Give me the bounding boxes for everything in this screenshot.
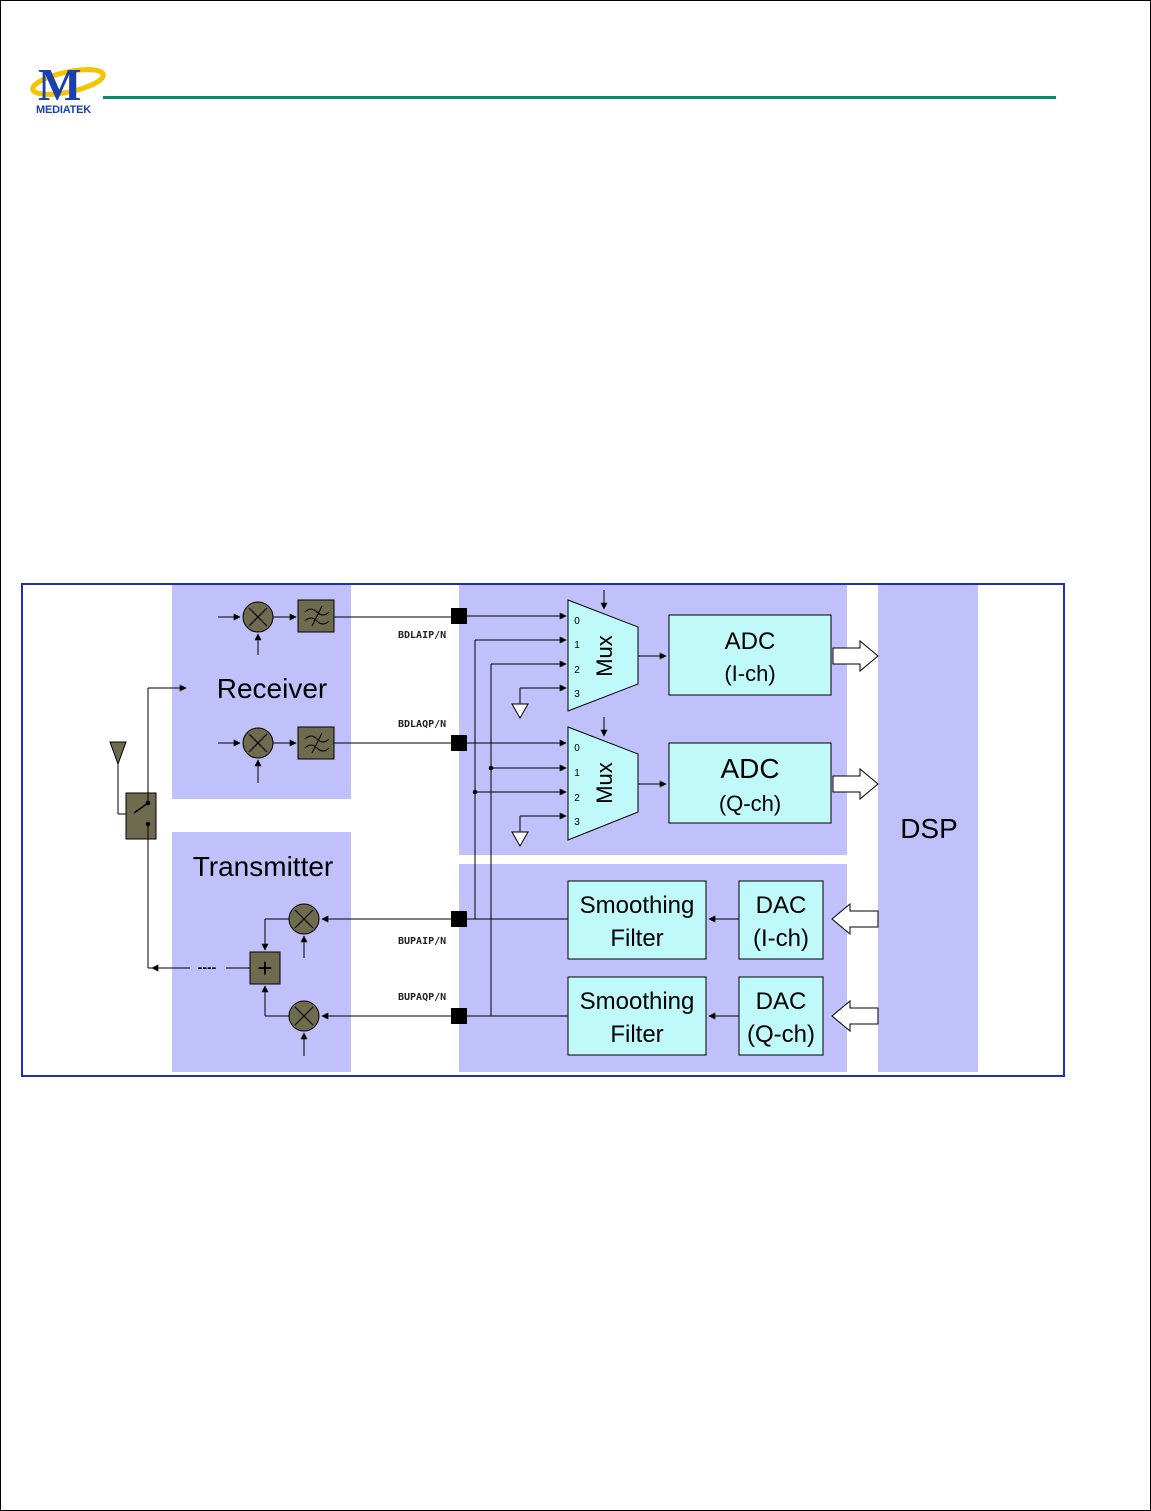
smoothing-filter-i-line1: Smoothing: [580, 892, 695, 919]
transmitter-label: Transmitter: [193, 851, 334, 882]
signal-label-bupaip: BUPAIP/N: [398, 936, 446, 947]
header-rule: [103, 96, 1056, 99]
tx-adder-block: [249, 951, 281, 985]
pin-bdlaip: [451, 608, 467, 624]
mux-q-input-0: 0: [574, 743, 580, 754]
pin-bupaip: [451, 911, 467, 927]
adc-q-to-dsp-arrow-icon: [832, 767, 879, 801]
dac-i-title: DAC: [756, 892, 807, 919]
mux-q-ground-icon: [511, 831, 529, 848]
dac-i-sub: (I-ch): [753, 925, 809, 952]
mux-q-label: Mux: [592, 762, 617, 804]
dac-q-sub: (Q-ch): [747, 1021, 815, 1048]
smoothing-filter-q-block: [567, 976, 707, 1056]
pin-bdlaqp: [451, 735, 467, 751]
dsp-to-dac-i-arrow-icon: [831, 902, 879, 936]
pin-bupaqp: [451, 1008, 467, 1024]
dsp-to-dac-q-arrow-icon: [831, 999, 879, 1033]
dsp-label: DSP: [900, 813, 958, 844]
mux-q-input-3: 3: [574, 817, 580, 828]
rx-q-lowpass-filter-icon: [297, 726, 335, 760]
smoothing-filter-q-line1: Smoothing: [580, 988, 695, 1015]
signal-label-bdlaip: BDLAIP/N: [398, 630, 446, 641]
mux-q-input-2: 2: [574, 793, 580, 804]
mux-q-input-1: 1: [574, 768, 580, 779]
mux-i-input-3: 3: [574, 689, 580, 700]
rx-i-lowpass-filter-icon: [297, 599, 335, 633]
smoothing-filter-i-block: [567, 880, 707, 960]
adc-q-title: ADC: [720, 753, 779, 784]
adc-i-to-dsp-arrow-icon: [832, 639, 879, 673]
mux-i-input-1: 1: [574, 640, 580, 651]
dac-q-block: [738, 976, 824, 1056]
antenna-icon: [109, 741, 127, 766]
adc-q-sub: (Q-ch): [719, 791, 781, 816]
mux-i-input-2: 2: [574, 665, 580, 676]
tr-switch-block: [125, 792, 157, 840]
tx-adder-symbol: +: [257, 953, 272, 983]
dac-q-title: DAC: [756, 988, 807, 1015]
logo-wordmark: MEDIATEK: [36, 104, 92, 116]
adc-i-sub: (I-ch): [724, 661, 775, 686]
tx-dashed-link: ----: [198, 959, 217, 975]
receiver-label: Receiver: [217, 673, 327, 704]
mux-i-block: [567, 599, 639, 712]
smoothing-filter-q-line2: Filter: [610, 1021, 663, 1048]
mediatek-logo: M: [30, 59, 106, 110]
dsp-panel: [878, 585, 978, 1072]
signal-label-bupaqp: BUPAQP/N: [398, 992, 446, 1003]
adc-q-block: [668, 742, 832, 824]
adc-i-title: ADC: [725, 628, 776, 655]
signal-label-bdlaqp: BDLAQP/N: [398, 719, 446, 730]
mux-i-ground-icon: [511, 703, 529, 720]
dac-i-block: [738, 880, 824, 960]
mux-i-label: Mux: [592, 635, 617, 677]
smoothing-filter-i-line2: Filter: [610, 925, 663, 952]
mux-q-block: [567, 726, 639, 841]
mux-i-input-0: 0: [574, 616, 580, 627]
adc-i-block: [668, 614, 832, 696]
logo-mark: M: [38, 59, 81, 110]
